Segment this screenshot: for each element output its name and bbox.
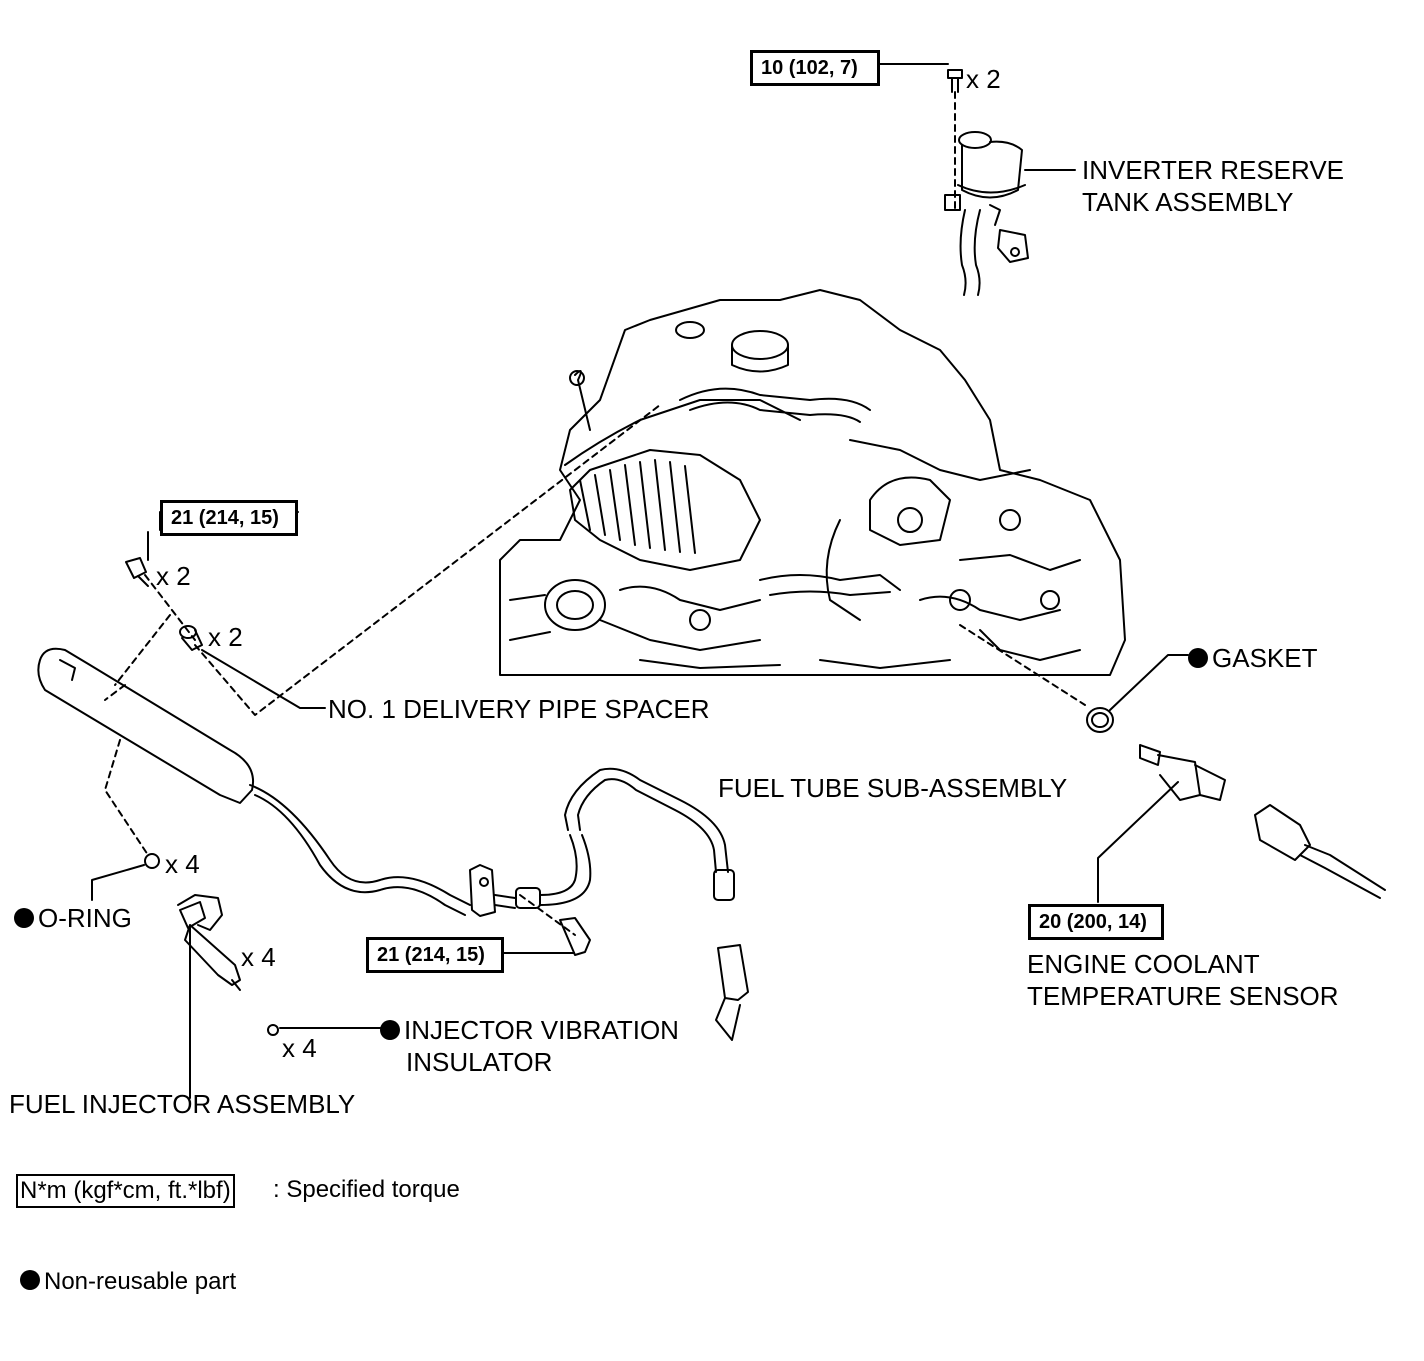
engine-block-illustration [499,289,1126,676]
label-delivery-pipe-spacer: NO. 1 DELIVERY PIPE SPACER [328,694,710,724]
non-reusable-marker [14,908,34,928]
sensor-harness-illustration [1254,804,1386,899]
torque-spec-reserve-tank-bolt: 10 (102, 7) [750,50,880,86]
wiring-connector-illustration [715,944,749,1041]
legend-non-reusable: Non-reusable part [20,1266,236,1298]
label-o-ring: O-RING [14,902,132,934]
torque-spec-coolant-sensor: 20 (200, 14) [1028,904,1164,940]
o-ring-illustration [91,853,160,901]
label-fuel-tube: FUEL TUBE SUB-ASSEMBLY [718,773,1068,803]
legend-torque-desc: : Specified torque [273,1176,460,1203]
fuel-injector-illustration [177,894,241,1099]
non-reusable-marker [1188,648,1208,668]
qty-o-ring: x 4 [165,849,200,879]
delivery-pipe-spacer-illustration [179,625,326,709]
inverter-reserve-tank-illustration [879,63,1076,296]
torque-spec-delivery-pipe-bolt: 21 (214, 15) [160,500,298,536]
non-reusable-marker [20,1270,40,1290]
delivery-pipe-illustration [37,404,735,956]
qty-reserve-tank-bolt: x 2 [966,64,1001,94]
legend-torque-unit: N*m (kgf*cm, ft.*lbf) [16,1174,235,1208]
torque-spec-fuel-tube-bolt: 21 (214, 15) [366,937,504,973]
qty-delivery-pipe-bolt: x 2 [156,561,191,591]
label-inverter-reserve-tank: INVERTER RESERVE TANK ASSEMBLY [1082,155,1345,217]
label-gasket: GASKET [1188,642,1317,674]
qty-injector-insulator: x 4 [282,1033,317,1063]
non-reusable-marker [380,1020,400,1040]
label-coolant-sensor: ENGINE COOLANT TEMPERATURE SENSOR [1027,949,1339,1011]
qty-delivery-pipe-spacer: x 2 [208,622,243,652]
gasket-illustration [959,624,1189,733]
label-fuel-injector: FUEL INJECTOR ASSEMBLY [9,1089,356,1119]
qty-fuel-injector: x 4 [241,942,276,972]
label-injector-insulator: INJECTOR VIBRATION INSULATOR [380,1014,679,1078]
injector-insulator-illustration [267,1024,381,1036]
coolant-sensor-illustration [1097,744,1226,903]
